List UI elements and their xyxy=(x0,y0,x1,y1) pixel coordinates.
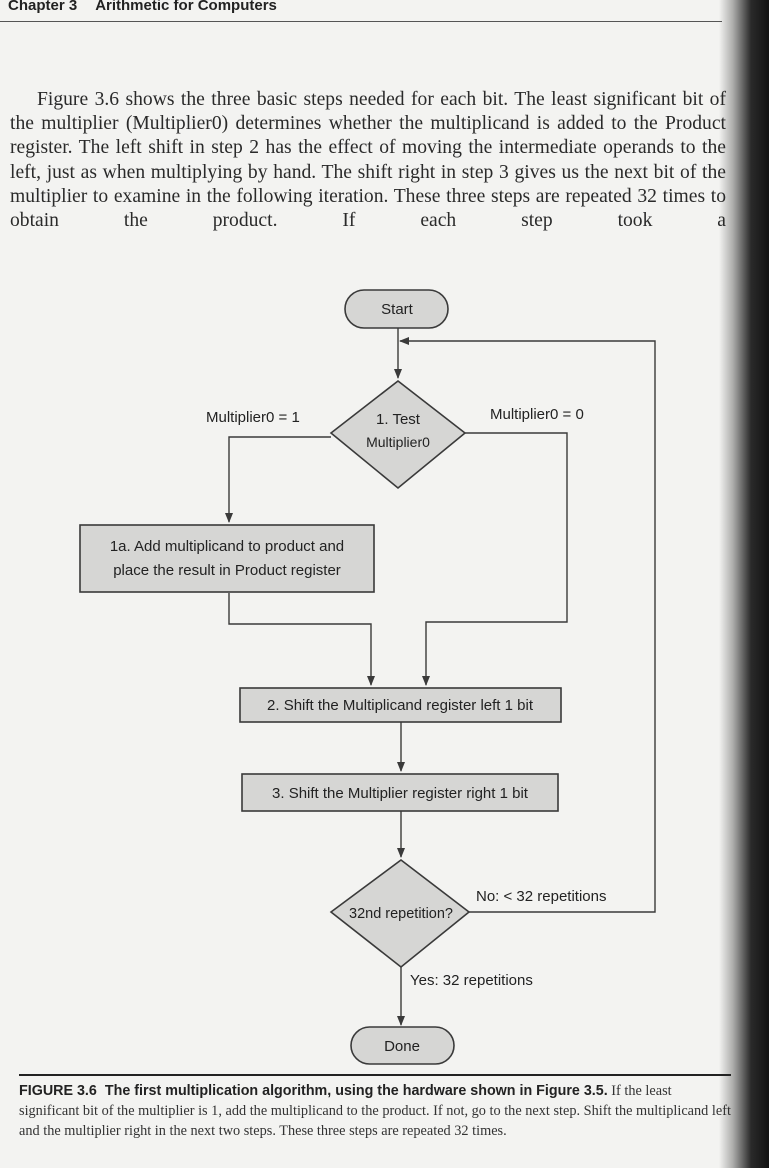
branch-zero-label: Multiplier0 = 0 xyxy=(490,406,584,423)
chapter-number: Chapter 3 xyxy=(8,0,78,14)
step1a-box xyxy=(79,524,375,593)
yes-branch-label: Yes: 32 repetitions xyxy=(410,972,533,989)
start-terminal xyxy=(344,289,449,329)
step3-box xyxy=(241,773,559,812)
figure-title: The first multiplication algorithm, usin… xyxy=(104,1083,608,1099)
repetition-decision-diamond xyxy=(329,858,471,969)
step2-label: 2. Shift the Multiplicand register left … xyxy=(267,697,534,714)
caption-text: If the least significant bit of the mult… xyxy=(19,1083,731,1139)
body-paragraph: Figure 3.6 shows the three basic steps n… xyxy=(10,89,726,232)
figure-caption: FIGURE 3.6 The first multiplication algor… xyxy=(19,1074,731,1141)
arrow-branch-one xyxy=(225,436,331,523)
repetition-label: 32nd repetition? xyxy=(349,906,453,922)
step2-box xyxy=(239,687,562,723)
test-decision-diamond xyxy=(329,379,467,490)
chapter-title: Arithmetic for Computers xyxy=(95,0,277,14)
page-header: Chapter 3 Arithmetic for Computers xyxy=(8,0,277,14)
step1a-label-line1: 1a. Add multiplicand to product and xyxy=(110,538,344,555)
done-terminal xyxy=(350,1026,455,1065)
step1a-label-line2: place the result in Product register xyxy=(113,562,341,579)
test-label-line2: Multiplier0 xyxy=(366,434,430,450)
done-label: Done xyxy=(384,1038,420,1055)
start-label: Start xyxy=(381,301,414,318)
figure-label: FIGURE 3.6 xyxy=(19,1083,97,1099)
header-rule xyxy=(0,21,722,22)
line-branch-zero xyxy=(422,432,568,686)
step3-label: 3. Shift the Multiplier register right 1… xyxy=(272,785,529,802)
branch-one-label: Multiplier0 = 1 xyxy=(206,409,300,426)
binding-shadow xyxy=(719,0,769,1168)
arrow-step1a-to-step2 xyxy=(228,593,375,686)
no-branch-label: No: < 32 repetitions xyxy=(476,888,607,905)
arrow-loop-back xyxy=(399,337,656,913)
test-label-line1: 1. Test xyxy=(376,411,421,428)
